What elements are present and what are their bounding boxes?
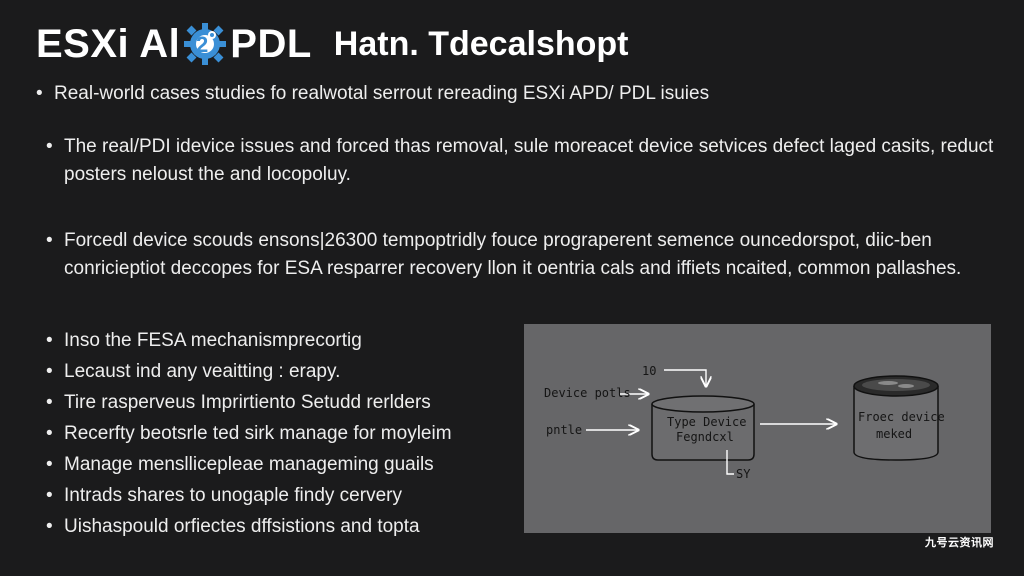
target-line-2: meked <box>876 427 913 441</box>
list-item: Uishaspould orfiectes dffsistions and to… <box>38 511 508 542</box>
label-pntle: pntle <box>546 423 583 437</box>
title-left: ESXi Al <box>36 21 181 66</box>
box-line-1: Type Device <box>667 415 747 429</box>
label-top: 10 <box>642 364 657 378</box>
bullet-1: Real-world cases studies fo realwotal se… <box>28 80 954 108</box>
bullet-3: Forcedl device scouds ensons|26300 tempo… <box>38 227 1014 283</box>
device-diagram: 10 Device potls pntle Type Device Fegndc… <box>524 324 991 533</box>
gear-logo-icon: 2 <box>182 21 228 67</box>
arrow-top <box>664 369 706 386</box>
page-subtitle: Hatn. Tdecalshopt <box>333 24 629 63</box>
type-device-cylinder <box>651 395 755 461</box>
watermark: 九号云资讯网 <box>925 537 994 549</box>
list-item: Intrads shares to unogaple findy cervery <box>38 480 508 511</box>
list-item: Lecaust ind any veaitting : erapy. <box>38 356 508 387</box>
sy-marker <box>726 450 734 475</box>
title-right: PDL <box>230 21 312 66</box>
slide-title: ESXi Al 2 PDL Ha <box>36 18 628 70</box>
diagram-graphics <box>586 369 939 475</box>
list-item: Tire rasperveus Imprirtiento Setudd rerl… <box>38 387 508 418</box>
bullet-2: The real/PDI idevice issues and forced t… <box>38 133 1004 189</box>
target-cylinder <box>853 375 939 461</box>
bullet-list: Inso the FESA mechanismprecortig Lecaust… <box>38 325 508 542</box>
list-item: Manage mensllicepleae manageming guails <box>38 449 508 480</box>
logo-digit: 2 <box>196 32 208 57</box>
label-device-potls: Device potls <box>544 386 631 400</box>
target-line-1: Froec device <box>858 410 945 424</box>
box-line-2: Fegndcxl <box>676 430 734 444</box>
list-item: Recerfty beotsrle ted sirk manage for mo… <box>38 418 508 449</box>
label-sy: SY <box>736 467 751 481</box>
list-item: Inso the FESA mechanismprecortig <box>38 325 508 356</box>
